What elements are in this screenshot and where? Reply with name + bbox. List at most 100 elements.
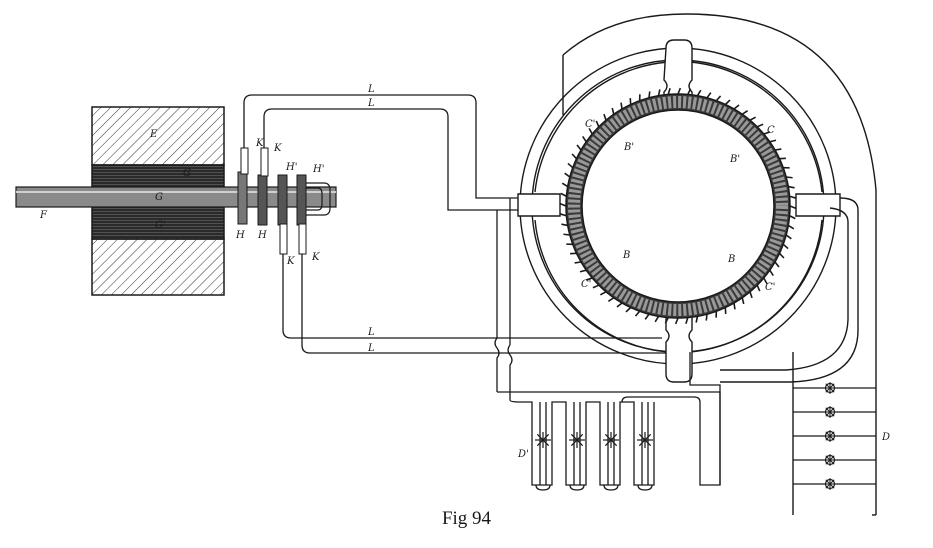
label-h-prime-1: H' [285,162,297,173]
ring-tooth [625,306,632,313]
label-b-prime-r: B' [729,154,740,165]
ring-tooth [785,234,792,240]
ring-tooth [592,284,600,289]
ring-tooth [769,139,777,143]
shunt-coils [497,352,721,491]
label-l-bot-2: L [367,343,375,354]
ring-tooth [567,162,574,169]
ring-tooth [695,316,699,323]
field-magnet-bottom [91,238,225,296]
brush-k-top-1 [240,147,249,175]
ring-tooth [696,89,702,97]
ring-tooth [595,120,600,128]
field-magnet-top [91,106,225,166]
ring-tooth [576,144,582,151]
ring-tooth [574,261,582,264]
lamp-icon [824,382,836,394]
ring-tooth [769,269,774,277]
ring-tooth [756,284,761,292]
lamp-circuit [793,382,876,490]
star-lamp-icon [603,432,619,448]
label-c-prime-br: C' [765,282,775,293]
ring-tooth [706,92,712,99]
label-b-br: B [727,254,735,265]
motor-ring [559,87,797,325]
ring-tooth [648,91,651,98]
label-h-right: H [257,230,267,241]
ring-tooth [664,317,669,324]
conductors [243,94,668,392]
label-f: F [39,210,48,221]
lamp-icon [824,406,836,418]
ring-tooth [616,302,623,308]
ring-tooth [585,277,593,281]
label-h-left: H [235,230,245,241]
brush-k-bot-1 [279,223,288,255]
ring-tooth [789,205,797,210]
label-g-mid: G [155,192,163,203]
ring-tooth [789,215,796,220]
label-k-top-1: K [255,138,264,149]
collector-ring-3 [296,174,307,226]
label-k-bot-1: K [286,256,295,267]
figure-caption: Fig 94 [441,508,492,529]
ring-tooth [611,107,615,115]
label-c-prime-tl: C' [585,119,595,130]
ring-tooth [560,192,567,197]
ring-tooth [561,182,569,188]
collector-rings [237,147,331,255]
ring-tooth [674,317,679,325]
label-h-prime-2: H' [312,164,324,175]
brush-k-top-2 [260,147,269,177]
ring-tooth [654,315,660,323]
ring-tooth [559,202,567,207]
figure-labels: E G G G' F H H H' H' K K K K L L L L C' … [39,84,890,460]
ring-tooth [786,176,793,179]
ring-tooth [749,116,757,121]
ring-tooth [561,223,568,227]
label-e: E [149,129,158,140]
ring-tooth [763,131,771,135]
ring-tooth [677,87,682,95]
label-c-tr: C [767,125,775,136]
ring-tooth [789,195,796,199]
generator [15,106,337,296]
ring-tooth [705,314,708,321]
label-b-bl: B [622,250,630,261]
lamp-icon [824,430,836,442]
motor-frame [517,13,877,516]
label-k-top-2: K [273,143,282,154]
label-k-bot-2: K [311,252,320,263]
star-lamp-icon [569,432,585,448]
label-b-prime-t: B' [623,142,634,153]
ring-tooth [733,302,736,310]
label-d: D [881,432,890,443]
ring-tooth [687,88,692,95]
label-g-bot: G' [155,220,166,231]
ring-tooth [579,269,587,273]
ring-tooth [603,113,607,121]
ring-tooth [582,135,587,143]
ring-tooth [685,317,689,324]
label-d-prime: D' [517,449,529,460]
ring-tooth [741,297,745,305]
lamp-icon [824,478,836,490]
label-g-top: G [183,168,191,179]
brush-k-bot-2 [298,223,307,255]
ring-tooth [756,123,764,128]
ring-tooth [778,252,785,259]
ring-tooth [599,291,607,296]
commutator-h [237,171,248,225]
ring-tooth [774,261,780,268]
ring-tooth [763,277,768,285]
ring-tooth [782,243,789,250]
ring-tooth [667,88,671,95]
ring-tooth [588,127,593,135]
ring-tooth [788,185,795,189]
ring-tooth [560,213,567,217]
ring-tooth [733,104,740,110]
label-l-top-1: L [367,84,375,95]
ring-tooth [564,172,571,178]
shaft [15,186,337,208]
